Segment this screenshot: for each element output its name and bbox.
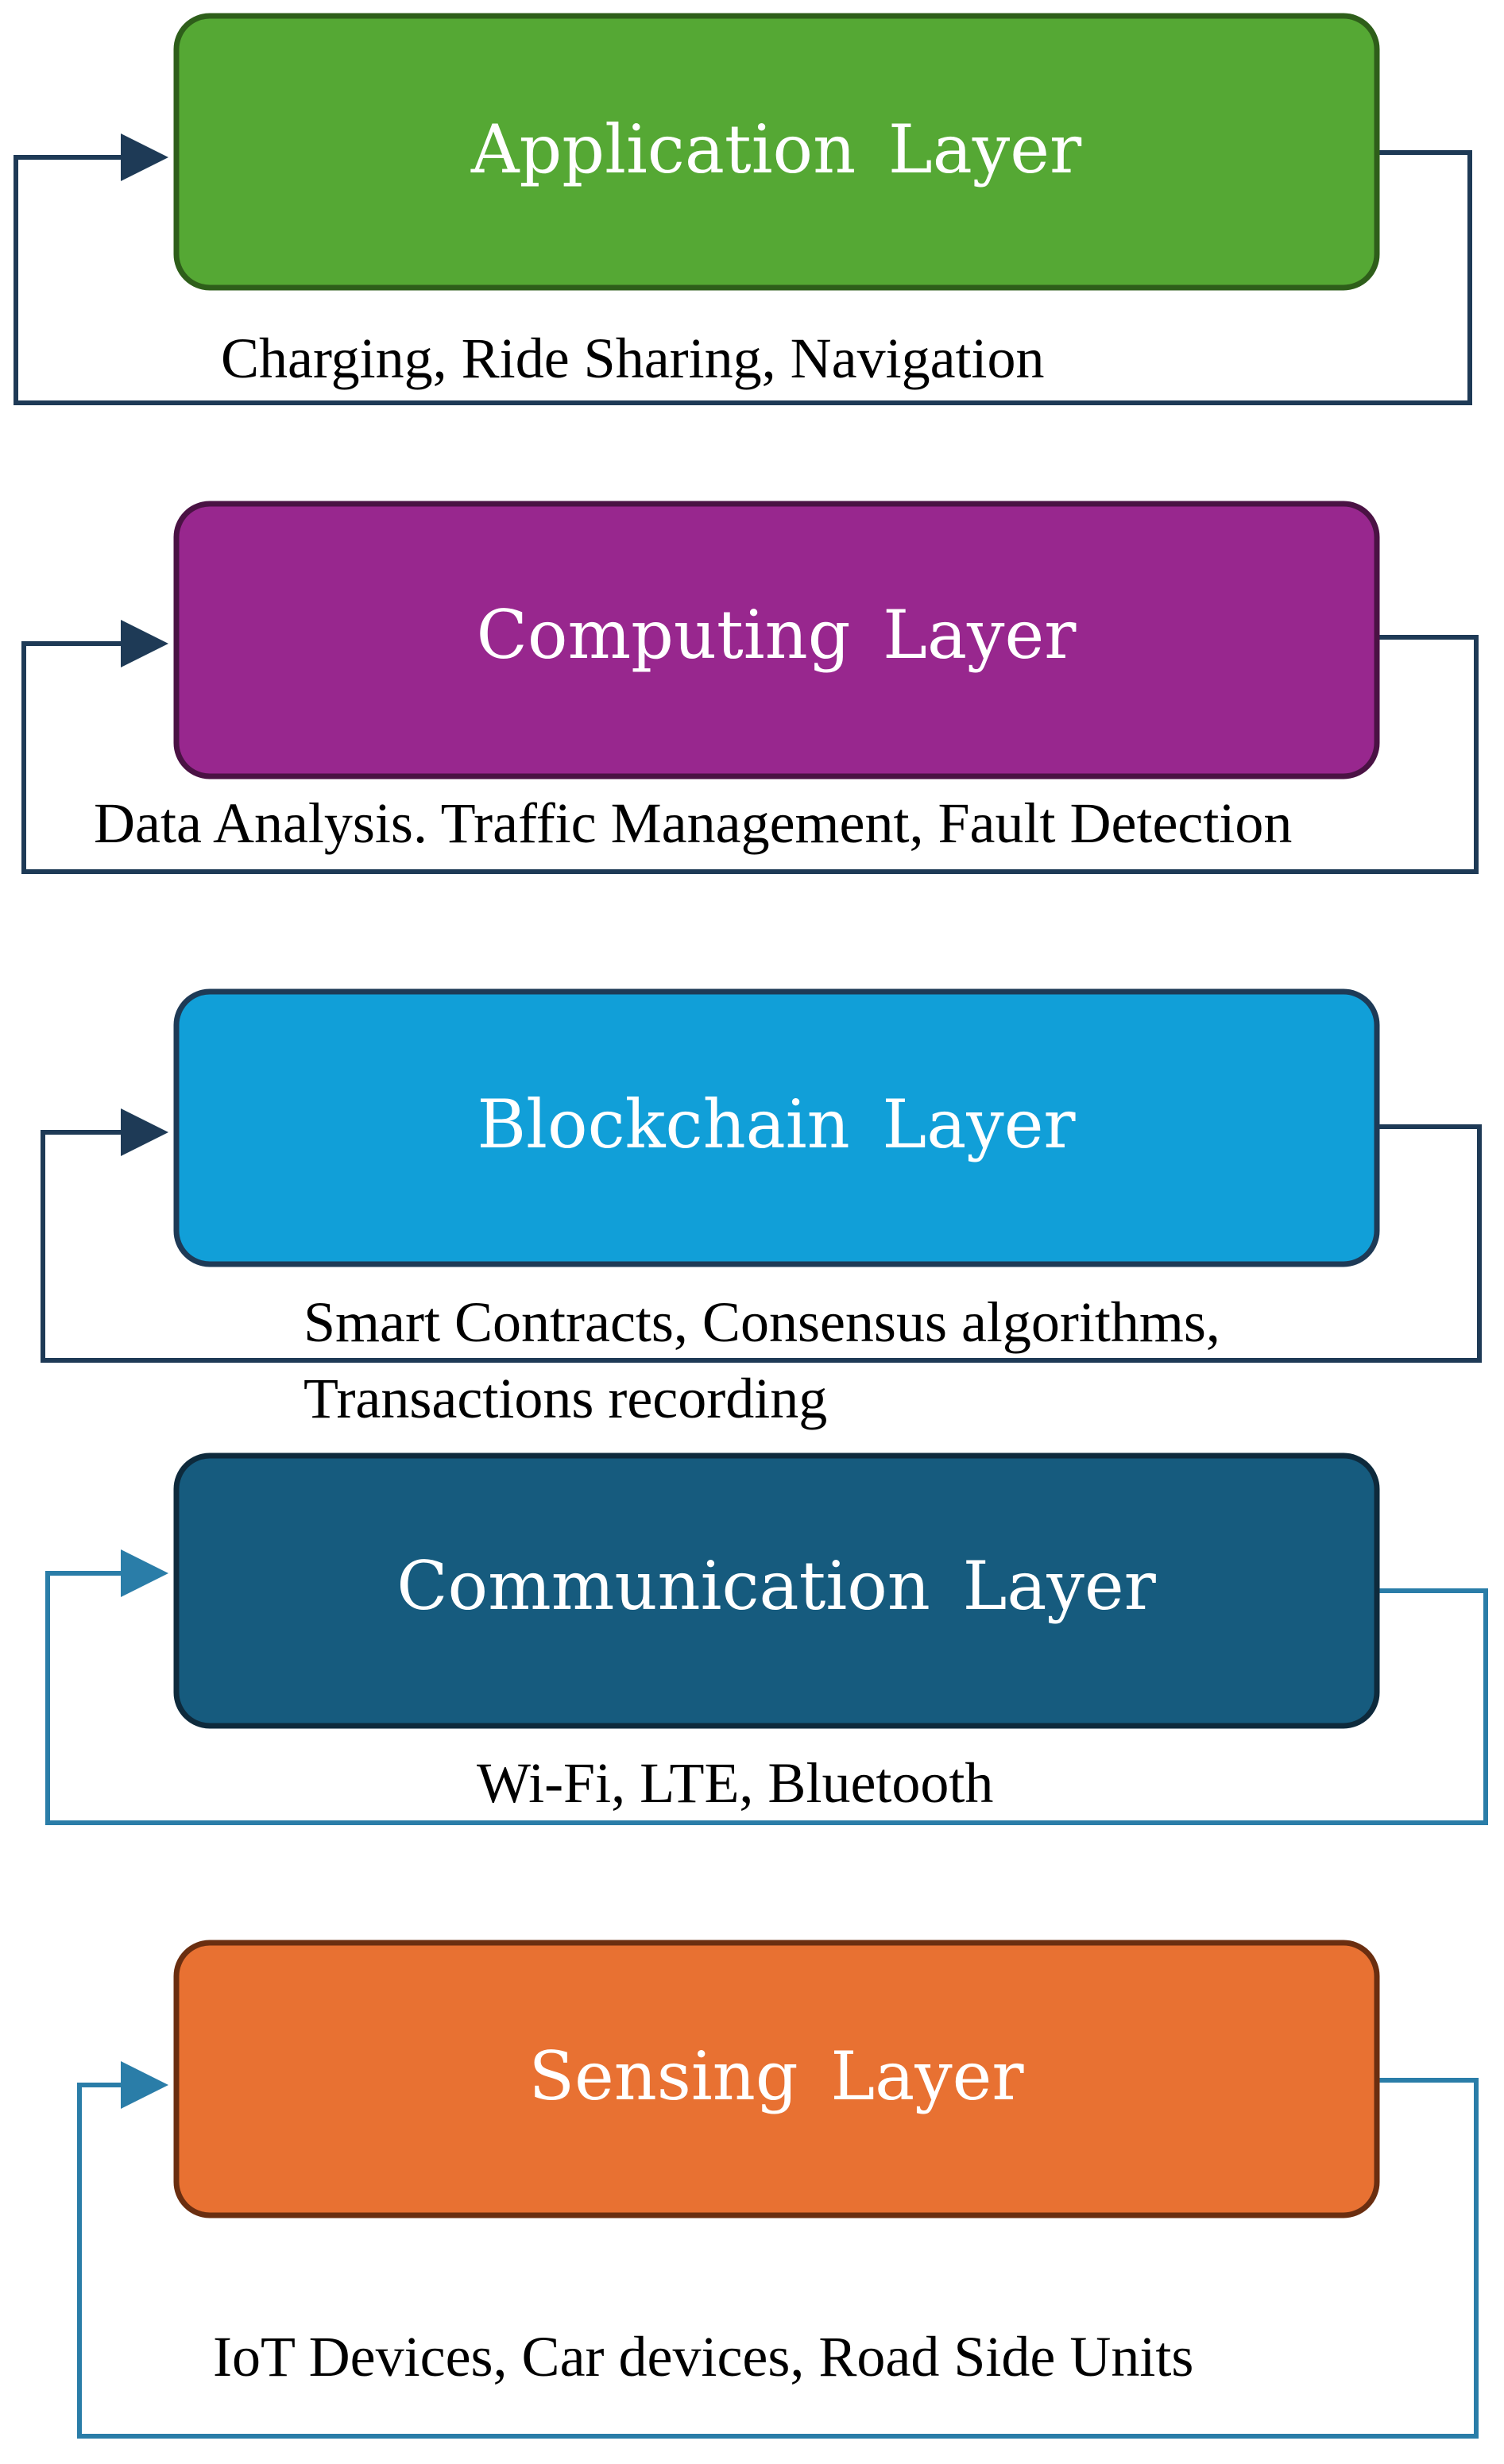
computing-layer-box	[173, 501, 1380, 779]
blockchain-layer-description: Smart Contracts, Consensus algorithms, Tr…	[304, 1290, 1220, 1430]
computing-layer-title: Computing Layer	[477, 596, 1077, 674]
application-desc-line-1: Charging, Ride Sharing, Navigation	[221, 327, 1045, 390]
blockchain-layer: Blockchain Layer Smart Contracts, Consen…	[41, 988, 1482, 1430]
sensing-layer-title: Sensing Layer	[528, 2037, 1024, 2115]
blockchain-layer-box	[173, 988, 1380, 1267]
computing-feedback-loop	[21, 620, 1479, 874]
blockchain-layer-title: Blockchain Layer	[477, 1085, 1076, 1163]
communication-layer-title: Communication Layer	[396, 1547, 1156, 1625]
application-layer-box	[173, 13, 1380, 291]
communication-layer: Communication Layer Wi-Fi, LTE, Bluetoot…	[45, 1452, 1488, 1825]
blockchain-desc-line-1: Smart Contracts, Consensus algorithms,	[304, 1290, 1220, 1354]
application-feedback-loop	[14, 133, 1472, 405]
computing-layer: Computing Layer Data Analysis. Traffic M…	[21, 501, 1479, 874]
application-layer-description: Charging, Ride Sharing, Navigation	[221, 327, 1045, 390]
application-layer-title: Application Layer	[470, 110, 1082, 188]
communication-feedback-loop	[45, 1549, 1488, 1825]
sensing-feedback-loop	[77, 2061, 1479, 2439]
sensing-layer: Sensing Layer IoT Devices, Car devices, …	[77, 1940, 1479, 2439]
sensing-layer-box	[173, 1940, 1380, 2218]
computing-layer-description: Data Analysis. Traffic Management, Fault…	[94, 791, 1292, 855]
application-layer: Application Layer Charging, Ride Sharing…	[14, 13, 1472, 405]
communication-layer-description: Wi-Fi, LTE, Bluetooth	[477, 1751, 993, 1815]
communication-desc-line-1: Wi-Fi, LTE, Bluetooth	[477, 1751, 993, 1815]
blockchain-feedback-loop	[41, 1108, 1482, 1363]
blockchain-desc-line-2: Transactions recording	[304, 1367, 827, 1430]
communication-layer-box	[173, 1452, 1380, 1729]
sensing-layer-description: IoT Devices, Car devices, Road Side Unit…	[213, 2325, 1193, 2389]
sensing-desc-line-1: IoT Devices, Car devices, Road Side Unit…	[213, 2325, 1193, 2389]
computing-desc-line-1: Data Analysis. Traffic Management, Fault…	[94, 791, 1292, 855]
